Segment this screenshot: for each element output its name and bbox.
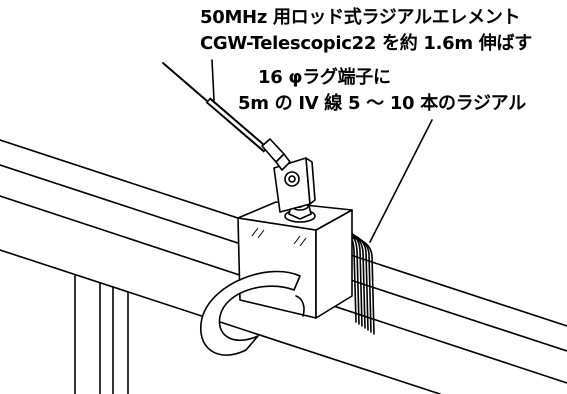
radial-wires-label: 5m の IV 線 5 ～ 10 本のラジアル xyxy=(238,93,526,114)
leader-line-radials xyxy=(369,119,433,243)
l-bracket xyxy=(273,157,316,213)
box-break-mark xyxy=(251,227,265,239)
rod-element-label: 50MHz 用ロッド式ラジアルエレメント xyxy=(200,7,521,28)
rod-extension-label: CGW-Telescopic22 を約 1.6m 伸ばす xyxy=(200,33,532,54)
rod-base-highlight xyxy=(208,99,266,151)
mount-box-front-face xyxy=(237,217,317,319)
u-bolt-rear-leg xyxy=(295,295,305,317)
lug-bolt xyxy=(288,175,296,183)
leader-line-rod xyxy=(211,59,215,101)
box-break-mark xyxy=(293,235,307,247)
u-bolt-clamp xyxy=(199,270,301,356)
mount-box xyxy=(237,201,353,319)
rod-tip-section xyxy=(162,62,215,108)
bracket-edge xyxy=(305,157,316,205)
rod-mount-stud xyxy=(275,153,291,171)
telescopic-rod xyxy=(162,62,291,171)
lug-terminal-label: 16 φラグ端子に xyxy=(258,67,391,88)
